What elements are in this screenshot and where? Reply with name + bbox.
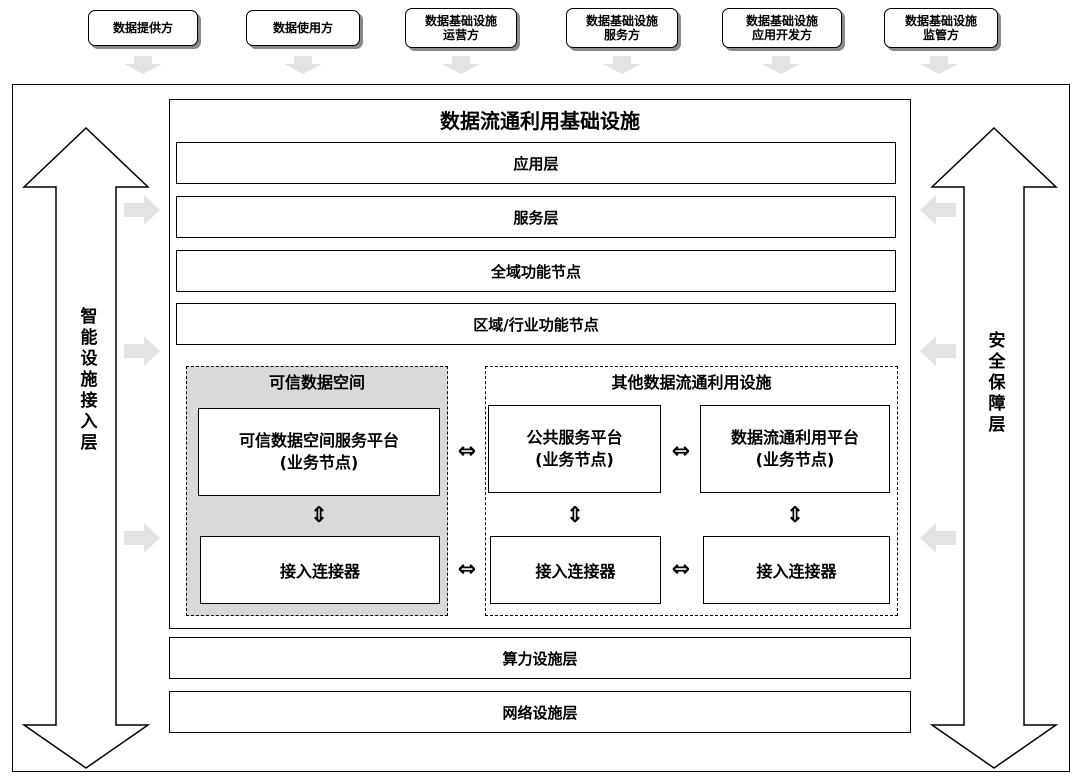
trusted-vertical-arrow: ⇕ xyxy=(309,503,329,528)
role-down-arrows xyxy=(124,56,958,74)
role-data-user: 数据使用方 xyxy=(246,10,360,46)
public-service-platform: 公共服务平台 (业务节点) xyxy=(488,405,661,493)
trusted-data-space-title: 可信数据空间 xyxy=(268,373,365,392)
application-layer: 应用层 xyxy=(176,142,896,184)
role-infra-app-developer: 数据基础设施 应用开发方 xyxy=(722,8,842,48)
trusted-space-connector: 接入连接器 xyxy=(200,536,440,604)
role-infra-regulator: 数据基础设施 监管方 xyxy=(884,8,998,48)
main-title: 数据流通利用基础设施 xyxy=(440,109,640,133)
other-connector-1: 接入连接器 xyxy=(490,536,661,604)
data-circulation-platform: 数据流通利用平台 (业务节点) xyxy=(700,405,890,493)
role-infra-operator: 数据基础设施 运营方 xyxy=(405,8,517,48)
role-data-provider: 数据提供方 xyxy=(88,10,198,46)
service-layer: 服务层 xyxy=(176,196,896,238)
global-function-nodes: 全域功能节点 xyxy=(176,250,896,292)
right-side-label: 安全保障层 xyxy=(984,330,1005,436)
public-vertical-arrow: ⇕ xyxy=(565,503,585,528)
trusted-to-public-arrow: ⇔ xyxy=(457,439,477,464)
outer-frame xyxy=(12,84,1070,772)
connector-link-arrow: ⇔ xyxy=(457,557,477,582)
connectors-horizontal-arrow: ⇔ xyxy=(671,557,691,582)
other-facilities-title: 其他数据流通利用设施 xyxy=(611,373,772,392)
data-platform-vertical-arrow: ⇕ xyxy=(785,503,805,528)
other-connector-2: 接入连接器 xyxy=(703,536,890,604)
regional-function-nodes: 区域/行业功能节点 xyxy=(176,303,896,345)
left-side-label: 智能设施接入层 xyxy=(76,306,97,454)
compute-layer: 算力设施层 xyxy=(169,637,911,679)
trusted-space-service-platform: 可信数据空间服务平台 (业务节点) xyxy=(198,408,440,496)
platforms-horizontal-arrow: ⇔ xyxy=(671,439,691,464)
role-infra-service: 数据基础设施 服务方 xyxy=(566,8,678,48)
network-layer: 网络设施层 xyxy=(169,691,911,733)
